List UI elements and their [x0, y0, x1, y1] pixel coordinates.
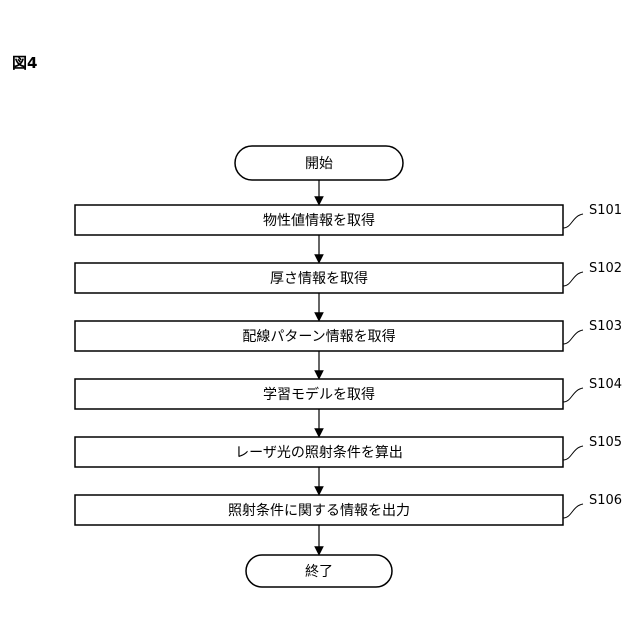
process-step: 物性値情報を取得: [75, 205, 563, 235]
step-ref: S104: [563, 377, 622, 402]
step-text: 学習モデルを取得: [263, 386, 375, 403]
start-terminator: 開始: [235, 146, 403, 180]
step-ref: S102: [563, 261, 622, 286]
step-text: 配線パターン情報を取得: [242, 328, 395, 345]
step-ref: S103: [563, 319, 622, 344]
end-label: 終了: [305, 564, 333, 580]
process-step: 照射条件に関する情報を出力: [75, 495, 563, 525]
end-terminator: 終了: [246, 555, 392, 587]
step-ref-label: S106: [589, 493, 622, 508]
process-step: 配線パターン情報を取得: [75, 321, 563, 351]
process-step: レーザ光の照射条件を算出: [75, 437, 563, 467]
step-ref-label: S105: [589, 435, 622, 450]
step-ref-label: S104: [589, 377, 622, 392]
step-ref: S105: [563, 435, 622, 460]
process-step: 厚さ情報を取得: [75, 263, 563, 293]
step-ref-label: S102: [589, 261, 622, 276]
start-label: 開始: [305, 156, 333, 172]
step-ref: S101: [563, 203, 622, 228]
step-text: レーザ光の照射条件を算出: [235, 444, 403, 461]
process-step: 学習モデルを取得: [75, 379, 563, 409]
step-ref-label: S101: [589, 203, 622, 218]
step-ref: S106: [563, 493, 622, 518]
step-text: 照射条件に関する情報を出力: [228, 502, 410, 519]
step-ref-label: S103: [589, 319, 622, 334]
step-text: 厚さ情報を取得: [270, 270, 368, 287]
step-text: 物性値情報を取得: [263, 212, 375, 229]
